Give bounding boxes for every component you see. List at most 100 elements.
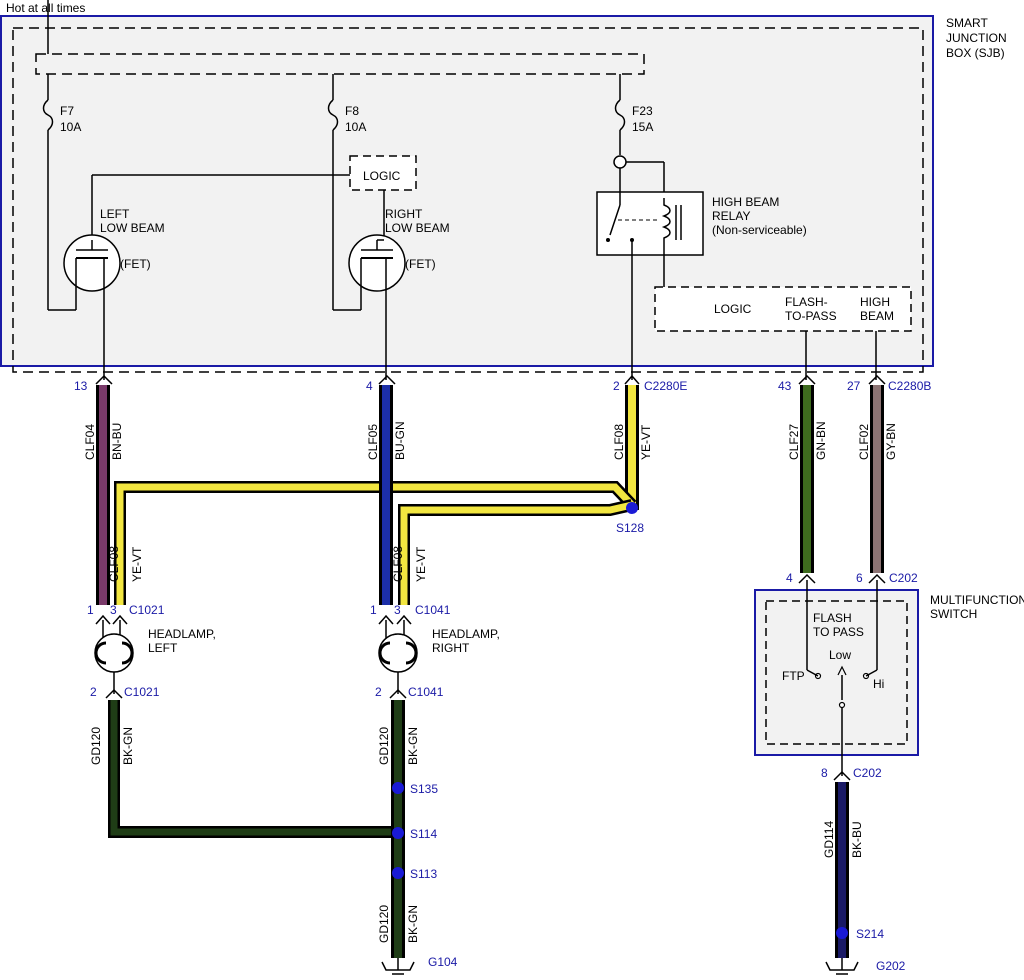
hl-right-pin-1: 1: [370, 603, 377, 617]
fuse-f23-icon: [614, 99, 626, 131]
wire-clf27-color: GN-BN: [814, 421, 828, 460]
splice-s113-label: S113: [410, 867, 437, 881]
multifunction-switch-inner: [765, 600, 908, 745]
wire-gd120-lower-color: BK-GN: [406, 905, 420, 943]
splice-s214: [836, 927, 848, 939]
ground-g104-icon: [381, 958, 415, 975]
mfs-pin-6: 6: [856, 571, 863, 585]
fuse-f7-rating: 10A: [60, 120, 81, 134]
wire-gd120-right-color: BK-GN: [406, 727, 420, 765]
headlamp-left-line-1: HEADLAMP,: [148, 627, 216, 641]
fuse-f8-rating: 10A: [345, 120, 366, 134]
wire-gd120-left-circuit: GD120: [89, 727, 103, 765]
connector-c202-top: C202: [889, 571, 918, 585]
relay-line-1: HIGH BEAM: [712, 195, 779, 209]
headlamp-right-line-1: HEADLAMP,: [432, 627, 500, 641]
logic-box: [349, 155, 417, 191]
high-beam-relay-box: [596, 191, 704, 256]
sjb-title-1: SMART: [946, 16, 988, 30]
splice-s114-label: S114: [410, 827, 437, 841]
splice-s128: [626, 502, 638, 514]
wire-clf02-color: GY-BN: [884, 423, 898, 460]
wire-clf08-circuit: CLF08: [612, 424, 626, 460]
mfs-hi: Hi: [873, 677, 884, 691]
wire-clf08-color: YE-VT: [639, 424, 653, 460]
sjb-logic-box: [654, 286, 912, 332]
mfs-flash-line-1: FLASH: [813, 611, 852, 625]
splice-s128-label: S128: [616, 521, 644, 535]
wire-gd114-circuit: GD114: [822, 821, 836, 858]
pin-4: 4: [366, 379, 373, 393]
connector-c2280e: C2280E: [644, 379, 687, 393]
wire-clf04-color: BN-BU: [110, 423, 124, 460]
fuse-f23-id: F23: [632, 104, 653, 118]
sjb-logic-label: LOGIC: [714, 302, 752, 316]
relay-line-2: RELAY: [712, 209, 750, 223]
left-fet-line-1: LEFT: [100, 207, 130, 221]
splice-s135-label: S135: [410, 782, 438, 796]
fuse-f8-id: F8: [345, 104, 359, 118]
mfs-title-2: SWITCH: [930, 607, 977, 621]
flash-to-pass-line-1: FLASH-: [785, 295, 828, 309]
right-fet-icon: [348, 234, 406, 292]
logic-label: LOGIC: [363, 169, 401, 183]
right-fet-line-2: LOW BEAM: [385, 221, 450, 235]
ground-g104-label: G104: [428, 955, 458, 969]
mfs-pin-8: 8: [821, 766, 828, 780]
multifunction-switch-box: [754, 589, 919, 756]
pin-27: 27: [847, 379, 861, 393]
connector-c1021-bottom: C1021: [124, 685, 160, 699]
mfs-title-1: MULTIFUNCTION: [930, 593, 1024, 607]
wire-gd120-lower-circuit: GD120: [377, 905, 391, 943]
pin-43: 43: [778, 379, 792, 393]
splice-s114: [392, 827, 404, 839]
left-fet-type: (FET): [120, 257, 151, 271]
hl-left-pin-1: 1: [87, 603, 94, 617]
wire-clf05-color: BU-GN: [393, 421, 407, 460]
fuse-f8-icon: [327, 99, 339, 131]
hl-left-pin-2: 2: [90, 685, 97, 699]
connector-c1021-top: C1021: [129, 603, 165, 617]
wire-clf02-circuit: CLF02: [857, 424, 871, 460]
headlamp-right-icon: [378, 633, 418, 673]
sjb-title-2: JUNCTION: [946, 31, 1007, 45]
relay-coil-icon: [661, 198, 671, 245]
pin-13: 13: [74, 379, 88, 393]
wire-gd120-left: [108, 700, 398, 838]
wire-gd120-right-circuit: GD120: [377, 727, 391, 765]
relay-line-3: (Non-serviceable): [712, 223, 807, 237]
pin-2: 2: [613, 379, 620, 393]
headlamp-right-line-2: RIGHT: [432, 641, 470, 655]
fuse-f7-icon: [42, 99, 54, 131]
left-fet-line-2: LOW BEAM: [100, 221, 165, 235]
splice-s135: [392, 782, 404, 794]
wire-clf05-circuit: CLF05: [366, 424, 380, 460]
ground-g202-icon: [825, 958, 859, 975]
splice-s214-label: S214: [856, 927, 884, 941]
wire-gd120-left-color: BK-GN: [121, 727, 135, 765]
wire-clf08-right-circuit: CLF08: [391, 546, 405, 582]
sjb-bus: [35, 53, 645, 75]
sjb-inner-dashed: [12, 27, 924, 373]
wire-gd114-color: BK-BU: [850, 821, 864, 858]
sjb-title-3: BOX (SJB): [946, 46, 1005, 60]
wire-clf27-circuit: CLF27: [787, 424, 801, 460]
right-fet-type: (FET): [405, 257, 436, 271]
left-fet-icon: [63, 234, 121, 292]
high-beam-line-1: HIGH: [860, 295, 890, 309]
switch-contact-arrow-icon: [837, 665, 847, 676]
flash-to-pass-line-2: TO-PASS: [785, 309, 837, 323]
splice-s113: [392, 867, 404, 879]
hl-right-pin-3: 3: [394, 603, 401, 617]
fuse-f7-id: F7: [60, 104, 74, 118]
connector-c1041-top: C1041: [415, 603, 451, 617]
headlamp-left-icon: [94, 633, 134, 673]
headlamp-left-line-2: LEFT: [148, 641, 178, 655]
wire-clf08-left-color: YE-VT: [130, 546, 144, 582]
connector-c1041-bottom: C1041: [408, 685, 444, 699]
relay-node: [613, 155, 627, 169]
connector-c202-bottom: C202: [853, 766, 882, 780]
high-beam-line-2: BEAM: [860, 309, 894, 323]
wire-clf08-right: [398, 499, 634, 605]
